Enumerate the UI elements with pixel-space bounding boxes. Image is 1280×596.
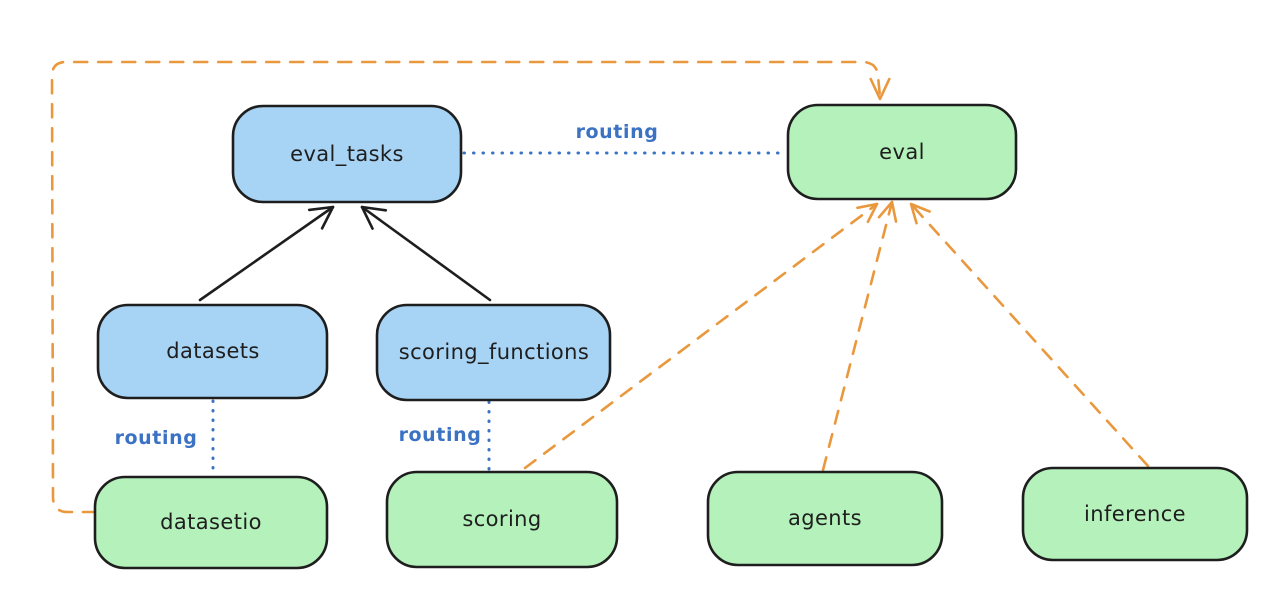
- node-datasetio-box: [93, 475, 329, 570]
- node-eval-box: [786, 103, 1018, 201]
- edge-datasets-to-eval-tasks-arrowhead: [307, 205, 335, 230]
- node-scoring: scoring: [385, 470, 619, 569]
- edge-datasetio-to-eval: [50, 60, 891, 514]
- node-scoring-functions-box: [375, 303, 612, 402]
- node-datasets-box: [96, 303, 329, 400]
- node-datasets-label: datasets: [166, 339, 260, 363]
- routing-label: routing: [399, 424, 482, 446]
- edge-scoring-to-eval: [523, 202, 879, 470]
- edge-scoring-functions-routing-scoring: routing: [399, 400, 491, 471]
- edge-agents-to-eval-arrowhead: [877, 200, 898, 223]
- node-inference: inference: [1021, 466, 1249, 562]
- node-inference-box: [1021, 466, 1249, 562]
- edge-inference-to-eval-line: [909, 202, 1150, 468]
- node-inference-label: inference: [1084, 502, 1186, 526]
- edge-datasetio-to-eval-line: [50, 60, 882, 514]
- edge-scoring-to-eval-arrowhead: [856, 202, 879, 224]
- node-eval-tasks-box: [231, 104, 463, 204]
- edge-agents-to-eval-line: [821, 200, 894, 472]
- edge-agents-to-eval: [821, 200, 898, 472]
- node-eval-tasks: eval_tasks: [231, 104, 463, 204]
- edge-scoring-functions-to-eval-tasks-line: [360, 205, 492, 302]
- node-scoring-label: scoring: [462, 507, 541, 531]
- node-scoring-box: [385, 470, 619, 569]
- node-eval: eval: [786, 103, 1018, 201]
- edge-scoring-to-eval-line: [523, 202, 879, 470]
- node-agents: agents: [706, 470, 944, 567]
- edge-datasets-routing-datasetio: routing: [115, 399, 215, 476]
- node-eval-tasks-label: eval_tasks: [290, 142, 404, 167]
- edge-inference-to-eval: [909, 202, 1150, 468]
- node-scoring-functions: scoring_functions: [375, 303, 612, 402]
- edge-datasetio-to-eval-arrowhead: [869, 77, 891, 101]
- routing-label: routing: [115, 427, 198, 449]
- node-agents-box: [706, 470, 944, 567]
- node-eval-label: eval: [879, 140, 925, 164]
- edge-scoring-functions-to-eval-tasks-arrowhead: [360, 205, 388, 230]
- edge-scoring-functions-to-eval-tasks: [360, 205, 492, 302]
- node-datasetio-label: datasetio: [160, 510, 262, 534]
- node-agents-label: agents: [788, 506, 862, 530]
- edge-datasets-to-eval-tasks: [198, 205, 335, 302]
- node-datasets: datasets: [96, 303, 329, 400]
- edge-datasets-to-eval-tasks-line: [198, 205, 335, 302]
- node-datasetio: datasetio: [93, 475, 329, 570]
- routing-label: routing: [576, 121, 659, 143]
- edge-inference-to-eval-arrowhead: [909, 202, 931, 225]
- edge-eval-tasks-routing-eval: routing: [462, 121, 788, 155]
- node-scoring-functions-label: scoring_functions: [399, 340, 589, 365]
